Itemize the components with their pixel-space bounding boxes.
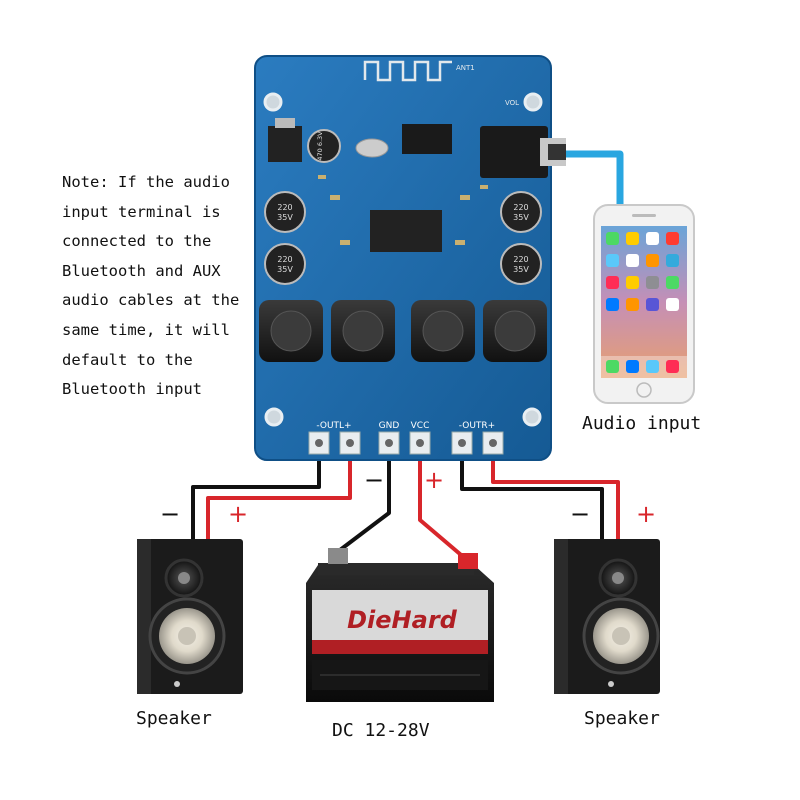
speaker-right-label: Speaker <box>584 708 660 729</box>
svg-text:35V: 35V <box>277 265 293 274</box>
speaker-left <box>137 539 243 694</box>
terminal-label-outr: -OUTR+ <box>459 421 495 431</box>
audio-input-label: Audio input <box>582 413 702 434</box>
inductor <box>483 300 547 362</box>
terminal-negative <box>328 548 348 564</box>
mount-hole <box>522 407 542 427</box>
bluetooth-chip <box>402 124 452 154</box>
capacitor-220: 220 35V <box>500 191 542 233</box>
note-text: Note: If the audio input terminal is con… <box>62 173 240 399</box>
polarity-signs: − + − + − + <box>160 466 656 528</box>
capacitor-470: 470 6.3V <box>307 129 341 163</box>
car-battery: DieHard <box>306 548 494 702</box>
wire-left-minus <box>191 452 321 548</box>
aux-jack <box>480 126 548 178</box>
terminal-positive <box>458 553 478 569</box>
smartphone <box>593 204 695 404</box>
mount-hole <box>263 92 283 112</box>
speaker-left-label: Speaker <box>136 708 212 729</box>
speaker-right <box>554 539 660 694</box>
inductor <box>331 300 395 362</box>
terminal-label-gnd: GND <box>379 421 400 431</box>
wire-left-plus <box>206 452 352 548</box>
antenna-trace <box>363 60 452 82</box>
wires <box>191 150 624 572</box>
capacitor-220: 220 35V <box>500 243 542 285</box>
terminal-label-vcc: VCC <box>411 421 430 431</box>
svg-text:35V: 35V <box>513 213 529 222</box>
wire-right-plus <box>491 452 620 548</box>
terminal-label-outl: -OUTL+ <box>316 421 351 431</box>
vol-label: VOL <box>505 99 519 107</box>
svg-text:220: 220 <box>277 255 292 264</box>
amplifier-chip <box>370 210 442 252</box>
capacitor-220: 220 35V <box>264 243 306 285</box>
minus-sign: − <box>364 466 384 494</box>
power-label: DC 12-28V <box>332 720 430 741</box>
mount-hole <box>523 92 543 112</box>
inductor <box>259 300 323 362</box>
wire-right-minus <box>460 452 604 548</box>
mount-hole <box>264 407 284 427</box>
minus-sign: − <box>570 500 590 528</box>
svg-text:220: 220 <box>513 203 528 212</box>
voltage-regulator <box>268 126 302 162</box>
app-icons <box>601 232 687 378</box>
amplifier-board: ANT1 VOL 470 6.3V 220 35V 220 35V <box>254 55 566 461</box>
plus-sign: + <box>228 500 248 528</box>
aux-cable <box>565 150 624 208</box>
capacitor-220: 220 35V <box>264 191 306 233</box>
svg-text:35V: 35V <box>277 213 293 222</box>
svg-text:470 6.3V: 470 6.3V <box>316 131 324 161</box>
minus-sign: − <box>160 500 180 528</box>
plus-sign: + <box>636 500 656 528</box>
crystal <box>355 138 389 158</box>
antenna-label: ANT1 <box>456 64 475 72</box>
inductor <box>411 300 475 362</box>
svg-text:220: 220 <box>513 255 528 264</box>
svg-text:220: 220 <box>277 203 292 212</box>
svg-text:35V: 35V <box>513 265 529 274</box>
battery-brand: DieHard <box>347 606 458 634</box>
plus-sign: + <box>424 466 444 494</box>
